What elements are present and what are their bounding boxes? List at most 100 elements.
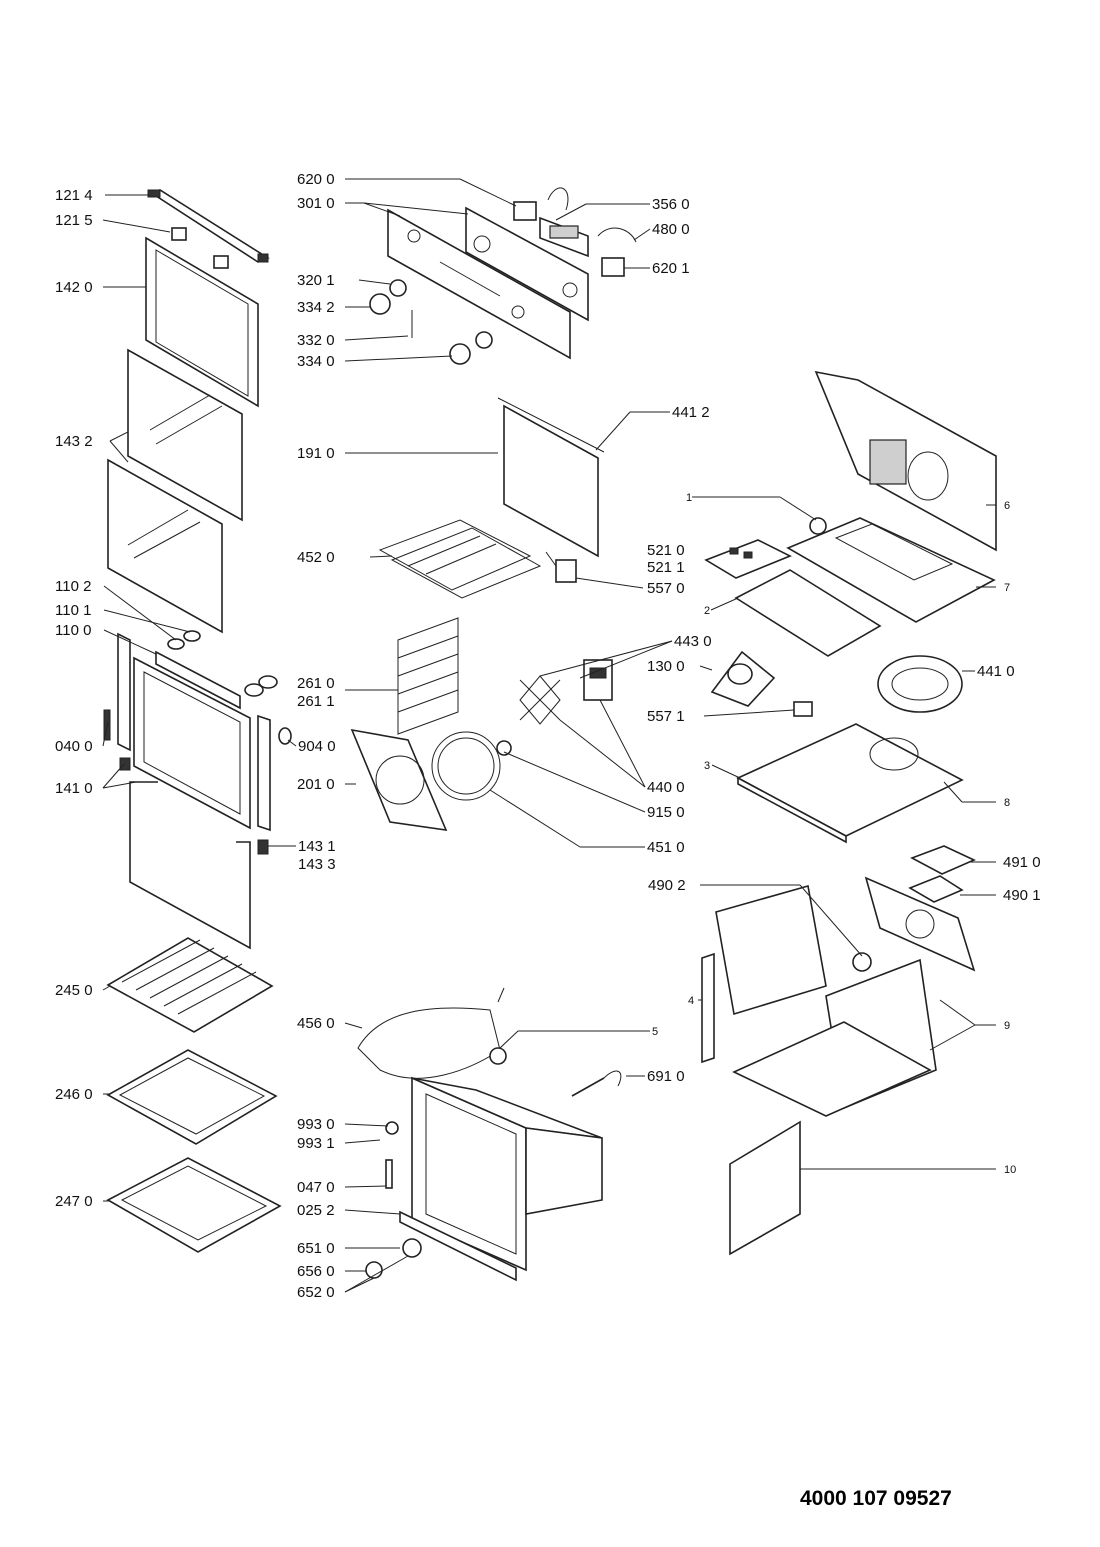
display-module-part — [539, 216, 589, 258]
label-620-0: 620 0 — [297, 171, 335, 188]
label-456-0: 456 0 — [297, 1015, 335, 1032]
selector-switch-part — [513, 187, 637, 277]
oven-gasket-part — [497, 397, 605, 558]
label-201-0: 201 0 — [297, 776, 335, 793]
cooling-fan-part — [710, 650, 776, 707]
label-334-0: 334 0 — [297, 353, 335, 370]
label-557-1: 557 1 — [647, 708, 685, 725]
label-440-0: 440 0 — [647, 779, 685, 796]
connector-part — [908, 845, 976, 903]
label-451-0: 451 0 — [647, 839, 685, 856]
lamp-holder-part — [365, 1047, 507, 1279]
label-443-0: 443 0 — [674, 633, 712, 650]
label-121-5: 121 5 — [55, 212, 93, 229]
label-110-0: 110 0 — [55, 622, 91, 639]
label-651-0: 651 0 — [297, 1240, 335, 1257]
label-143-1: 143 1 — [298, 838, 336, 855]
label-452-0: 452 0 — [297, 549, 335, 566]
door-frame-glass-part — [145, 236, 259, 408]
air-duct-part — [736, 723, 964, 844]
door-gasket-discs-part — [244, 675, 292, 745]
label-904-0: 904 0 — [298, 738, 336, 755]
front-strip-part — [385, 1159, 517, 1282]
outer-casing-part — [701, 884, 937, 1117]
document-number: 4000 107 09527 — [800, 1487, 952, 1510]
label-261-1: 261 1 — [297, 693, 335, 710]
label-121-4: 121 4 — [55, 187, 93, 204]
cavity-part — [411, 1076, 603, 1272]
label-8: 8 — [1004, 797, 1010, 809]
label-040-0: 040 0 — [55, 738, 93, 755]
label-915-0: 915 0 — [647, 804, 685, 821]
control-panel-part — [387, 206, 589, 360]
label-141-0: 141 0 — [55, 780, 93, 797]
label-441-0: 441 0 — [977, 663, 1015, 680]
label-4: 4 — [688, 995, 694, 1007]
label-130-0: 130 0 — [647, 658, 685, 675]
label-993-0: 993 0 — [297, 1116, 335, 1133]
label-110-1: 110 1 — [55, 602, 91, 619]
label-2: 2 — [704, 605, 710, 617]
label-490-2: 490 2 — [648, 877, 686, 894]
label-332-0: 332 0 — [297, 332, 335, 349]
ventilation-duct-part — [786, 517, 996, 623]
shallow-tray-part — [106, 1049, 278, 1145]
label-557-0: 557 0 — [647, 580, 685, 597]
pcb-board-part — [704, 539, 792, 579]
label-143-3: 143 3 — [298, 856, 336, 873]
label-1: 1 — [686, 492, 692, 504]
label-261-0: 261 0 — [297, 675, 335, 692]
label-3: 3 — [704, 760, 710, 772]
tangential-fan-part — [877, 655, 963, 713]
inner-glass-lower-part — [107, 458, 223, 634]
sensor-part — [793, 701, 813, 717]
label-142-0: 142 0 — [55, 279, 93, 296]
label-5: 5 — [652, 1026, 658, 1038]
leader-lines — [102, 178, 996, 1293]
label-652-0: 652 0 — [297, 1284, 335, 1301]
label-480-0: 480 0 — [652, 221, 690, 238]
label-247-0: 247 0 — [55, 1193, 93, 1210]
fan-blade-part — [496, 675, 561, 756]
label-521-0: 521 0 — [647, 542, 685, 559]
side-rails-part — [397, 617, 459, 735]
label-025-2: 025 2 — [297, 1202, 335, 1219]
insulation-panel-part — [729, 1120, 801, 1256]
hinge-clip-part — [171, 227, 229, 269]
rear-cover-part — [350, 728, 448, 831]
label-246-0: 246 0 — [55, 1086, 93, 1103]
knobs-part — [369, 279, 493, 365]
top-panel-part — [814, 370, 997, 552]
glass-pads-part — [167, 630, 201, 650]
label-110-2: 110 2 — [55, 578, 91, 595]
label-993-1: 993 1 — [297, 1135, 335, 1152]
door-top-profile-part — [147, 189, 270, 263]
label-047-0: 047 0 — [297, 1179, 335, 1196]
label-143-2: 143 2 — [55, 433, 93, 450]
label-491-0: 491 0 — [1003, 854, 1041, 871]
circular-element-part — [431, 731, 501, 801]
label-441-2: 441 2 — [672, 404, 710, 421]
label-334-2: 334 2 — [297, 299, 335, 316]
rear-panel-part — [864, 876, 976, 972]
label-521-1: 521 1 — [647, 559, 685, 576]
outer-door-part — [103, 632, 271, 855]
label-245-0: 245 0 — [55, 982, 93, 999]
fan-motor-part — [583, 659, 613, 701]
label-656-0: 656 0 — [297, 1263, 335, 1280]
probe-part — [571, 1070, 622, 1097]
bottom-element-part — [357, 987, 505, 1079]
inner-glass-upper-part — [127, 348, 243, 522]
label-191-0: 191 0 — [297, 445, 335, 462]
label-356-0: 356 0 — [652, 196, 690, 213]
part-number-labels: 121 4 121 5 142 0 143 2 110 2 110 1 110 … — [55, 171, 1041, 1301]
wire-shelf-part — [106, 937, 274, 1033]
label-9: 9 — [1004, 1020, 1010, 1032]
label-691-0: 691 0 — [647, 1068, 685, 1085]
label-301-0: 301 0 — [297, 195, 335, 212]
label-10: 10 — [1004, 1164, 1016, 1176]
label-320-1: 320 1 — [297, 272, 335, 289]
label-6: 6 — [1004, 500, 1010, 512]
thermostat-part — [545, 551, 577, 583]
